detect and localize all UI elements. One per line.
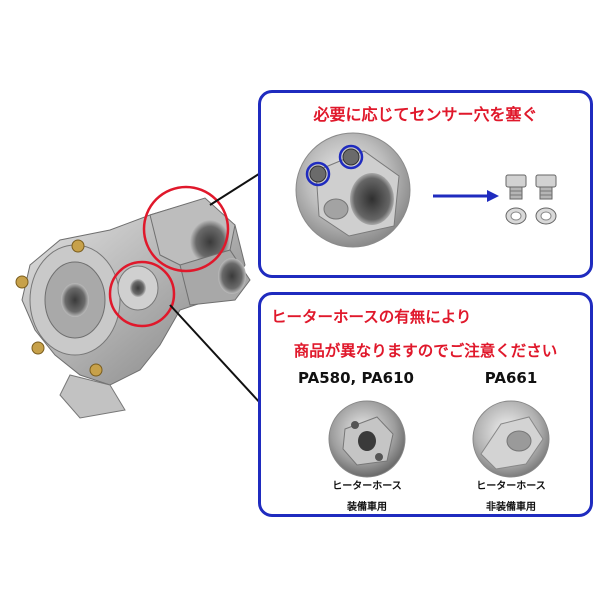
model-name-right: PA661	[484, 369, 538, 387]
model-photo-with-heater-hose	[328, 400, 406, 478]
sensor-hole-heading: 必要に応じてセンサー穴を塞ぐ	[313, 105, 538, 124]
plug-bolt-icon	[505, 174, 557, 200]
highlight-circle-upper	[142, 185, 230, 273]
sensor-hole-markers	[305, 144, 364, 187]
washer-icon	[505, 207, 557, 225]
model-photo-without-heater-hose	[472, 400, 550, 478]
blue-right-arrow-icon	[433, 190, 499, 202]
caption-right-line1: ヒーターホース	[476, 481, 546, 492]
caption-left-line1: ヒーターホース	[332, 481, 402, 492]
sensor-hole-panel: 必要に応じてセンサー穴を塞ぐ	[258, 90, 593, 278]
heater-hose-panel: ヒーターホースの有無により 商品が異なりますのでご注意ください PA580, P…	[258, 292, 593, 517]
caption-right-line2: 非装備車用	[486, 502, 536, 513]
heater-hose-notice-line1: ヒーターホースの有無により	[271, 308, 472, 326]
highlight-circle-lower	[108, 260, 176, 328]
heater-hose-notice-line2: 商品が異なりますのでご注意ください	[293, 342, 558, 360]
caption-left-line2: 装備車用	[347, 502, 387, 513]
model-name-left: PA580, PA610	[298, 369, 414, 387]
sensor-hole-closeup-photo	[295, 132, 411, 248]
